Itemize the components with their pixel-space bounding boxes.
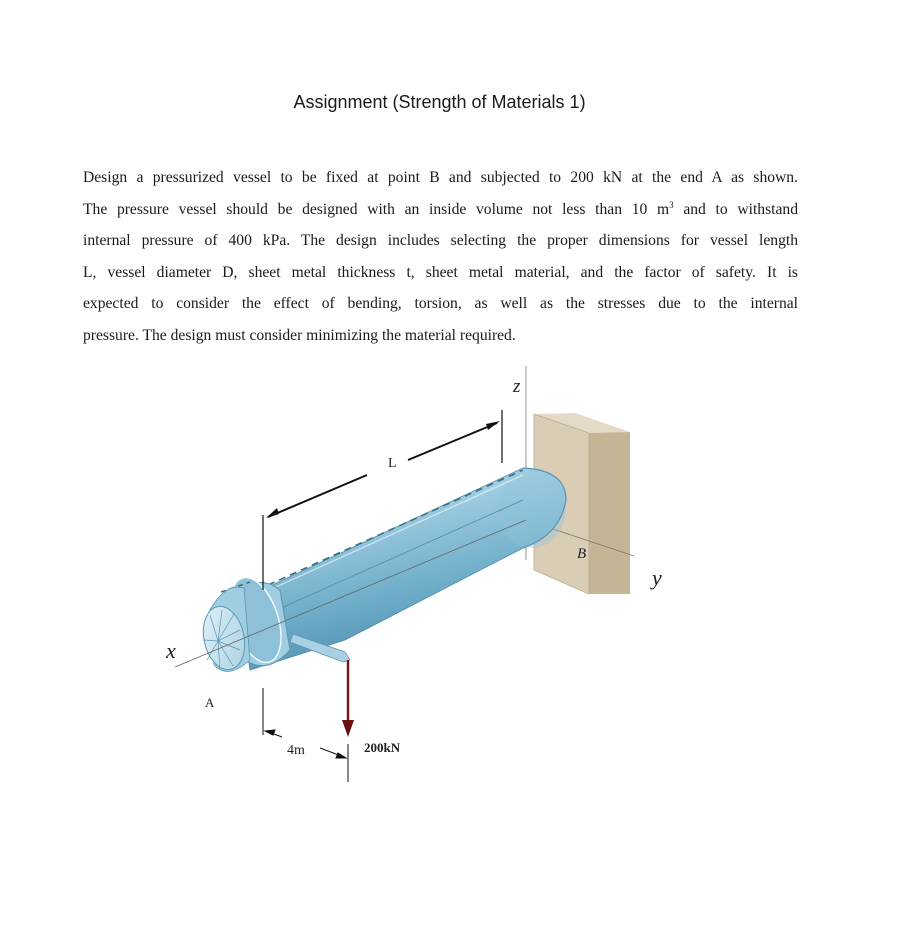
pressure-vessel-figure: z y x A B L 4m 200kN (165, 366, 662, 782)
axis-y-label: y (650, 565, 662, 590)
length-label: L (388, 456, 397, 471)
vessel-cylinder (239, 467, 567, 671)
fixed-wall-support (533, 413, 630, 595)
superscript: 3 (669, 199, 674, 210)
paragraph-line: The pressure vessel should be designed w… (83, 194, 798, 226)
length-dimension (262, 410, 503, 590)
point-a-label: A (205, 695, 215, 710)
paragraph-line: expected to consider the effect of bendi… (83, 295, 798, 313)
load-arrow-200kN (342, 660, 354, 737)
title-text: Assignment (Strength of Materials 1) (293, 92, 586, 112)
paragraph-line: pressure. The design must consider minim… (83, 326, 516, 344)
paragraph-line: L, vessel diameter D, sheet metal thickn… (83, 263, 798, 281)
page-title: Assignment (Strength of Materials 1) (0, 92, 903, 113)
paragraph-line: internal pressure of 400 kPa. The design… (83, 232, 798, 250)
paragraph-line: Design a pressurized vessel to be fixed … (83, 169, 798, 186)
load-bracket-arm (289, 633, 351, 663)
point-b-label: B (577, 546, 586, 562)
line-text: and to withstand (673, 200, 798, 218)
axis-x-label: x (165, 638, 176, 663)
end-cap-a (202, 586, 251, 672)
offset-dimension (262, 688, 349, 782)
line-text: The pressure vessel should be designed w… (83, 200, 670, 218)
load-label: 200kN (364, 740, 401, 755)
offset-label: 4m (287, 743, 305, 758)
x-axis-line (174, 519, 527, 668)
axis-z-label: z (512, 376, 521, 397)
problem-statement: Design a pressurized vessel to be fixed … (83, 162, 798, 352)
